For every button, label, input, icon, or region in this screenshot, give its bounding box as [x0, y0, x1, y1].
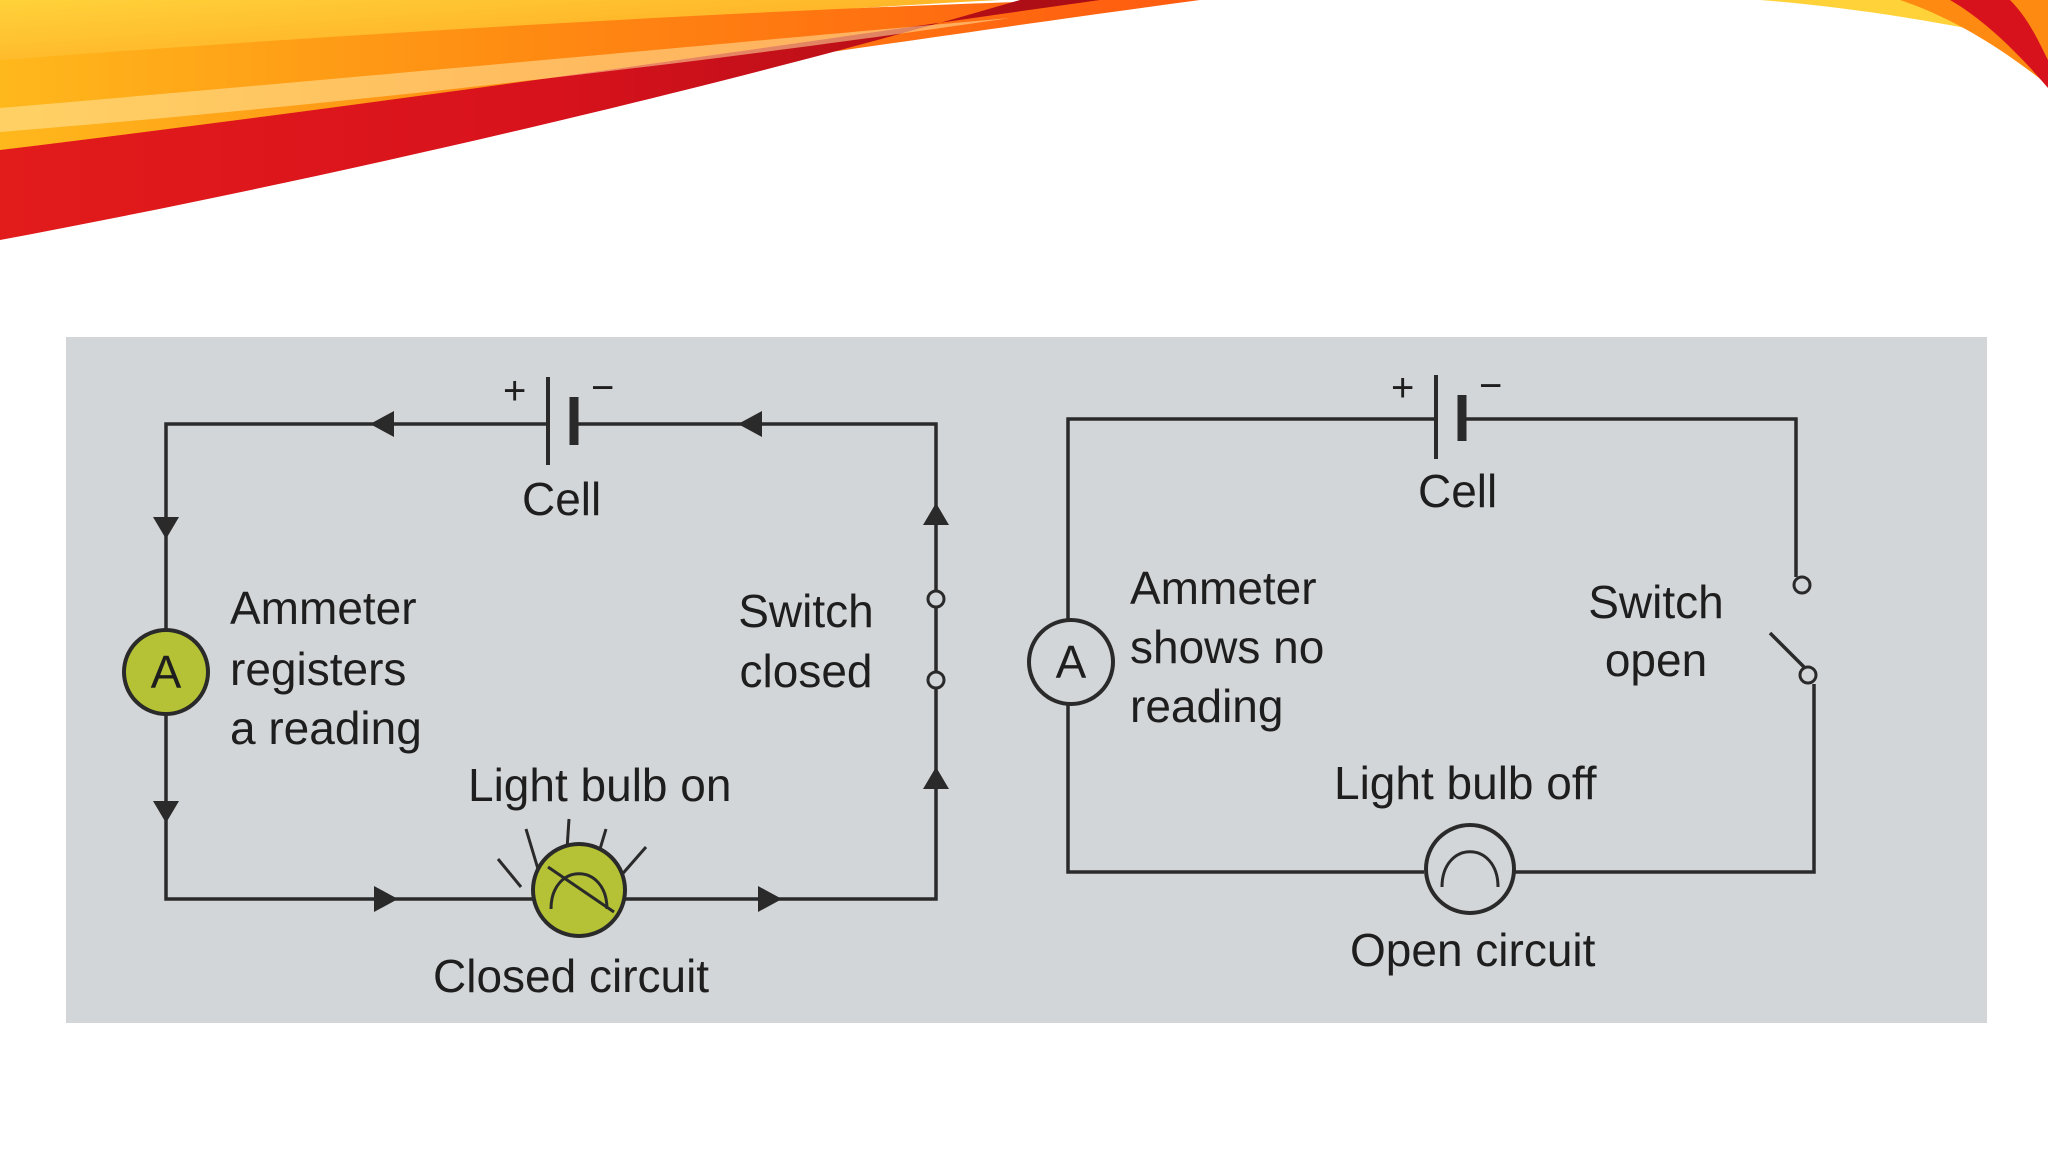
- arrow-right-lower: [923, 767, 949, 789]
- circuit-drawing: [122, 375, 1818, 938]
- open-wire-top-right: [1464, 417, 1798, 577]
- arrow-right-upper: [923, 503, 949, 525]
- closed-switch-contact-top: [926, 589, 946, 609]
- open-wire-right-lower: [1512, 684, 1816, 874]
- closed-cell-minus-sign: −: [591, 366, 615, 410]
- closed-switch-text-1: Switch: [738, 585, 874, 637]
- open-wire-top-left: [1066, 417, 1434, 622]
- swoosh-band-yellow: [0, 0, 1000, 75]
- closed-circuit-caption: Closed circuit: [433, 950, 710, 1002]
- open-ammeter-text-2: shows no: [1130, 621, 1325, 673]
- closed-cell-label: Cell: [522, 473, 602, 525]
- closed-switch-text-2: closed: [739, 645, 873, 697]
- open-switch-text-2: open: [1604, 634, 1708, 686]
- closed-ammeter-symbol: A: [150, 646, 182, 698]
- bulb-off-label: Light bulb off: [1334, 757, 1597, 809]
- closed-wire-top-right: [576, 422, 938, 592]
- swoosh-band-red: [0, 0, 1100, 240]
- closed-wire-top-left: [164, 422, 546, 632]
- open-switch-text-1: Switch: [1588, 576, 1724, 628]
- arrow-left-lower: [153, 801, 179, 823]
- closed-ammeter-text-1: Ammeter: [230, 582, 417, 634]
- closed-ammeter-text-3: a reading: [230, 702, 422, 754]
- bulb-off-icon: [1424, 823, 1516, 915]
- open-cell-label: Cell: [1418, 465, 1498, 517]
- bulb-on-label: Light bulb on: [468, 759, 732, 811]
- open-ammeter-circle: [1027, 618, 1115, 706]
- arrow-bottom-left: [374, 886, 398, 912]
- open-ammeter-symbol: A: [1055, 636, 1087, 688]
- closed-switch-contact-bottom: [926, 670, 946, 690]
- swoosh-streak-white: [0, 18, 1010, 132]
- closed-wire-left-lower: [164, 712, 536, 901]
- open-wire-left-lower: [1066, 702, 1424, 874]
- arrow-top-left: [370, 411, 394, 437]
- open-ammeter-text-1: Ammeter: [1130, 562, 1317, 614]
- open-switch-contact-top: [1792, 575, 1812, 595]
- closed-ammeter-text-2: registers: [230, 643, 407, 695]
- open-cell-plus-sign: +: [1391, 366, 1415, 410]
- arrow-left-upper: [153, 517, 179, 539]
- open-ammeter-text-3: reading: [1130, 680, 1284, 732]
- open-switch-blade: [1768, 631, 1807, 670]
- open-circuit-caption: Open circuit: [1350, 924, 1596, 976]
- closed-wire-right-lower: [624, 687, 938, 901]
- closed-ammeter-circle: [122, 628, 210, 716]
- circuit-figure: + − Cell A Ammeter registers a reading S…: [66, 337, 1987, 1023]
- closed-cell-plus-sign: +: [503, 369, 527, 413]
- bulb-on-icon: [496, 818, 648, 938]
- arrow-bottom-right: [758, 886, 782, 912]
- arrow-top-right: [738, 411, 762, 437]
- swoosh-right-tip-red: [1950, 0, 2048, 88]
- banner-swoosh: [0, 0, 2048, 240]
- open-switch-contact-bottom: [1798, 665, 1818, 685]
- open-cell-minus-sign: −: [1479, 364, 1503, 408]
